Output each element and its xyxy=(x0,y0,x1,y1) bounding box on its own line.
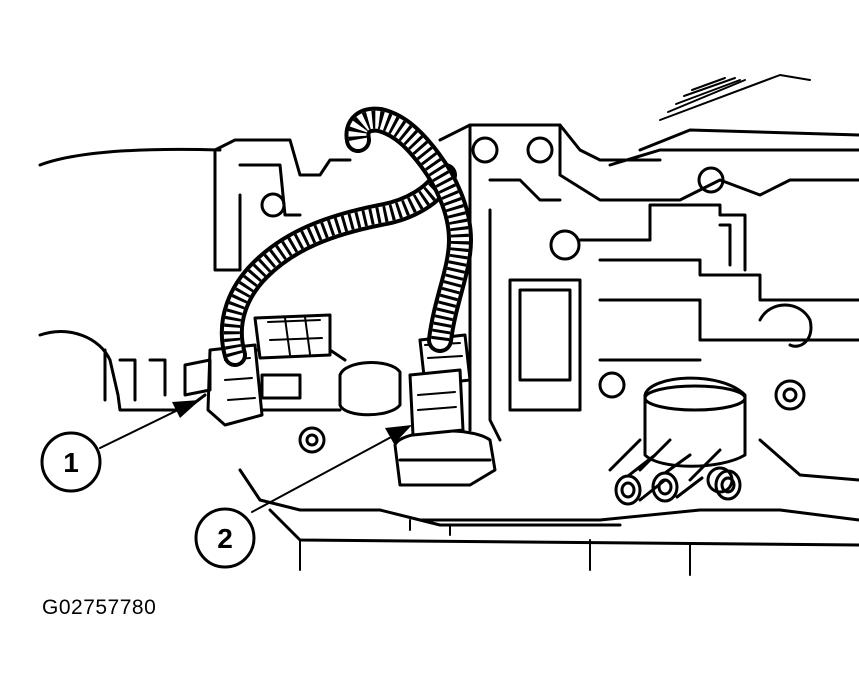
upper-ribs xyxy=(608,74,859,167)
solenoid-housing-2 xyxy=(393,429,497,487)
callout-2: 2 xyxy=(194,507,256,569)
leader-line-2 xyxy=(251,425,412,513)
wiring-harness xyxy=(219,106,474,367)
case-left-shape xyxy=(103,348,167,402)
figure-id: G02757780 xyxy=(42,596,157,619)
solenoid-body-1 xyxy=(253,348,402,417)
pan-edge xyxy=(238,438,859,576)
case-outline xyxy=(38,147,222,412)
right-bosses xyxy=(608,303,813,482)
valve-body-frame xyxy=(213,123,859,442)
plug-cylinders xyxy=(614,453,742,506)
callout-2-label: 2 xyxy=(217,523,233,554)
bolt-holes xyxy=(260,136,806,494)
callout-1: 1 xyxy=(40,431,102,493)
leader-line-1 xyxy=(99,400,200,449)
callout-1-label: 1 xyxy=(63,447,79,478)
sensor-1 xyxy=(183,313,332,427)
